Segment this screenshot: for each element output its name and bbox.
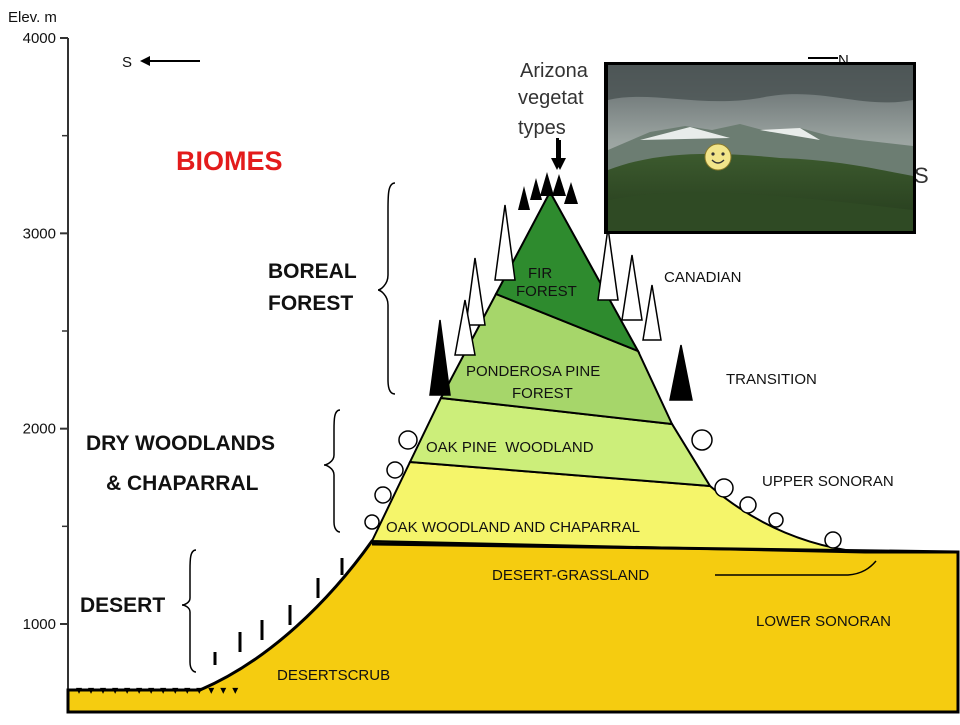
band-oak-pine: OAK PINE WOODLAND [426, 439, 594, 456]
diagram-title: BIOMES [176, 146, 283, 176]
cacti [213, 558, 344, 665]
band-desertscrub: DESERTSCRUB [277, 667, 390, 684]
summit-trees [518, 138, 578, 210]
north-arrow: N [808, 52, 849, 69]
biome-boreal-line1: BOREAL [268, 260, 357, 283]
zone-canadian: CANADIAN [664, 269, 742, 286]
peek-text: S [914, 163, 929, 188]
band-oak-chaparral: OAK WOODLAND AND CHAPARRAL [386, 519, 640, 536]
band-fir-line1: FIR [528, 265, 552, 282]
zone-transition: TRANSITION [726, 371, 817, 388]
desert-bracket [181, 549, 197, 673]
zone-upper-sonoran: UPPER SONORAN [762, 473, 894, 490]
biome-dry-line1: DRY WOODLANDS [86, 432, 275, 455]
band-ponderosa-line1: PONDEROSA PINE [466, 363, 600, 380]
smiley-face-icon [704, 143, 732, 171]
biome-dry-line2: & CHAPARRAL [106, 472, 259, 495]
desertscrub-dots: ▾▾▾▾▾▾▾▾▾▾▾▾▾▾ [76, 683, 244, 697]
tick-label: 4000 [23, 30, 56, 47]
biome-boreal-line2: FOREST [268, 292, 353, 315]
left-slope-trees [364, 204, 516, 530]
band-ponderosa-line2: FOREST [512, 385, 573, 402]
annotation-line2: vegetat [518, 87, 584, 109]
annotation-line1: Arizona [520, 60, 589, 82]
fir-forest-band [494, 189, 641, 353]
desert-grassland-line [371, 542, 959, 554]
band-fir-line2: FOREST [516, 283, 577, 300]
biome-desert: DESERT [80, 594, 165, 617]
annotation: Arizona vegetat types [518, 60, 589, 170]
annotation-line3: types [518, 117, 566, 139]
dry-bracket [323, 409, 341, 533]
tick-label: 2000 [23, 421, 56, 438]
axis-unit-label: Elev. m [8, 9, 57, 26]
zone-lower-sonoran: LOWER SONORAN [756, 613, 891, 630]
mountain-photo [604, 62, 916, 234]
axis-ticks: 4000 3000 2000 1000 [23, 30, 68, 633]
south-label: S [122, 54, 132, 71]
tick-label: 1000 [23, 616, 56, 633]
south-arrow: S [122, 54, 200, 71]
right-slope-trees [597, 227, 842, 549]
svg-text:▾▾▾▾▾▾▾▾▾▾▾▾▾▾: ▾▾▾▾▾▾▾▾▾▾▾▾▾▾ [76, 683, 244, 697]
band-desert-grassland: DESERT-GRASSLAND [492, 567, 649, 584]
grassland-arrow [715, 560, 877, 576]
boreal-bracket [377, 182, 396, 395]
tick-label: 3000 [23, 225, 56, 242]
north-label: N [838, 52, 849, 69]
